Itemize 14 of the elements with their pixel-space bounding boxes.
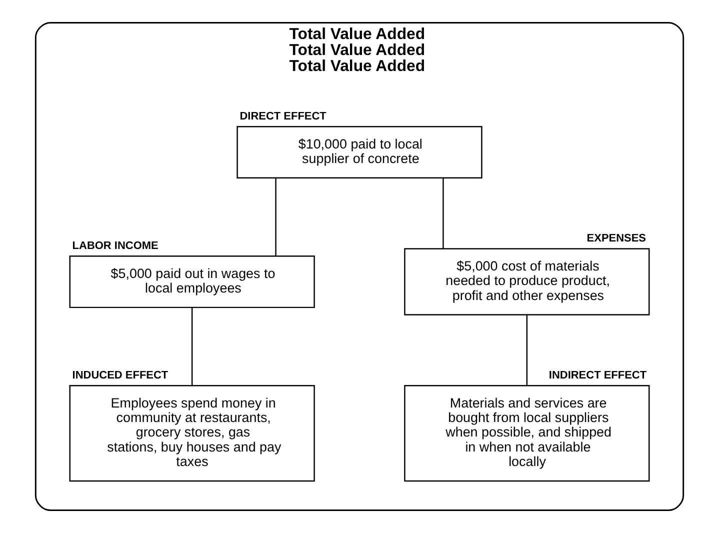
connector <box>442 178 444 249</box>
node-label: DIRECT EFFECT <box>239 110 326 122</box>
node-label: LABOR INCOME <box>72 240 158 252</box>
node-box: Materials and services are bought from local suppliers when possible, and shipped in when not available locally <box>404 385 650 482</box>
connector <box>190 307 192 386</box>
connector <box>526 315 528 386</box>
node-label: EXPENSES <box>586 232 646 245</box>
node-box: $10,000 paid to local supplier of concrete <box>236 126 482 179</box>
node-label: INDIRECT EFFECT <box>548 370 646 382</box>
node-label: INDUCED EFFECT <box>72 370 168 382</box>
node-box: $5,000 cost of materials needed to produce product, profit and other expenses <box>404 248 650 316</box>
connector <box>274 178 276 256</box>
node-box: Employees spend money in community at restaurants, grocery stores, gas stations, buy houses and pay taxes <box>68 385 314 482</box>
node-box: $5,000 paid out in wages to local employees <box>68 256 314 308</box>
